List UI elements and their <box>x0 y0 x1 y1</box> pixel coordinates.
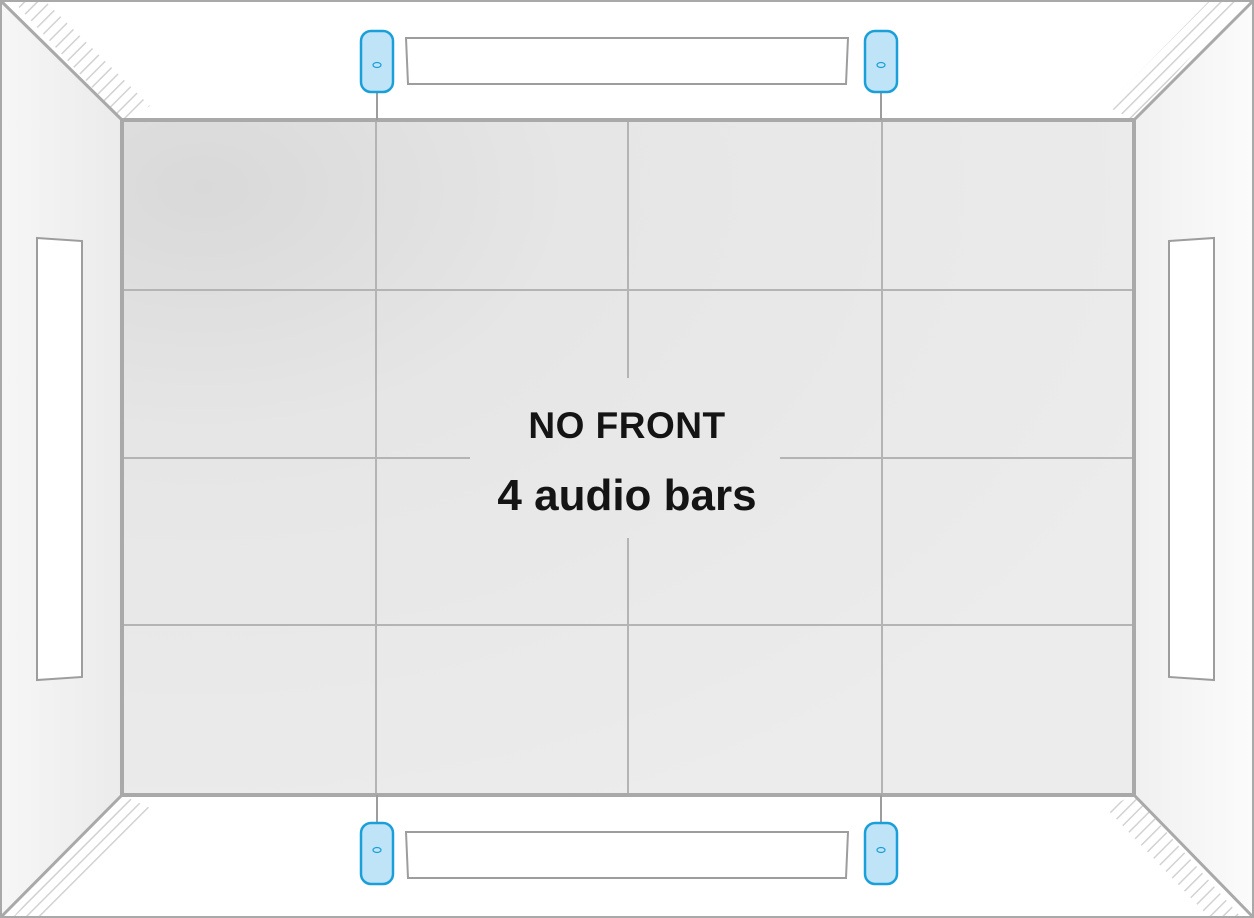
floor-grid <box>124 122 1132 793</box>
display-bottom <box>404 831 850 879</box>
diagram-subheading: 4 audio bars <box>497 471 757 520</box>
diagram-heading: NO FRONT <box>528 405 726 446</box>
audio-bar-top-right <box>863 29 899 94</box>
corner-hatching <box>14 2 1240 916</box>
display-top <box>404 37 850 85</box>
audio-bar-bottom-right <box>863 821 899 886</box>
audio-bar-icon <box>372 61 382 69</box>
audio-bar-bottom-left <box>359 821 395 886</box>
display-left <box>36 236 83 682</box>
display-right <box>1168 236 1215 682</box>
audio-bar-icon <box>372 846 382 854</box>
wall-displays <box>36 37 1215 879</box>
audio-bar-top-left <box>359 29 395 94</box>
audio-bar-icon <box>876 61 886 69</box>
audio-bar-icon <box>876 846 886 854</box>
